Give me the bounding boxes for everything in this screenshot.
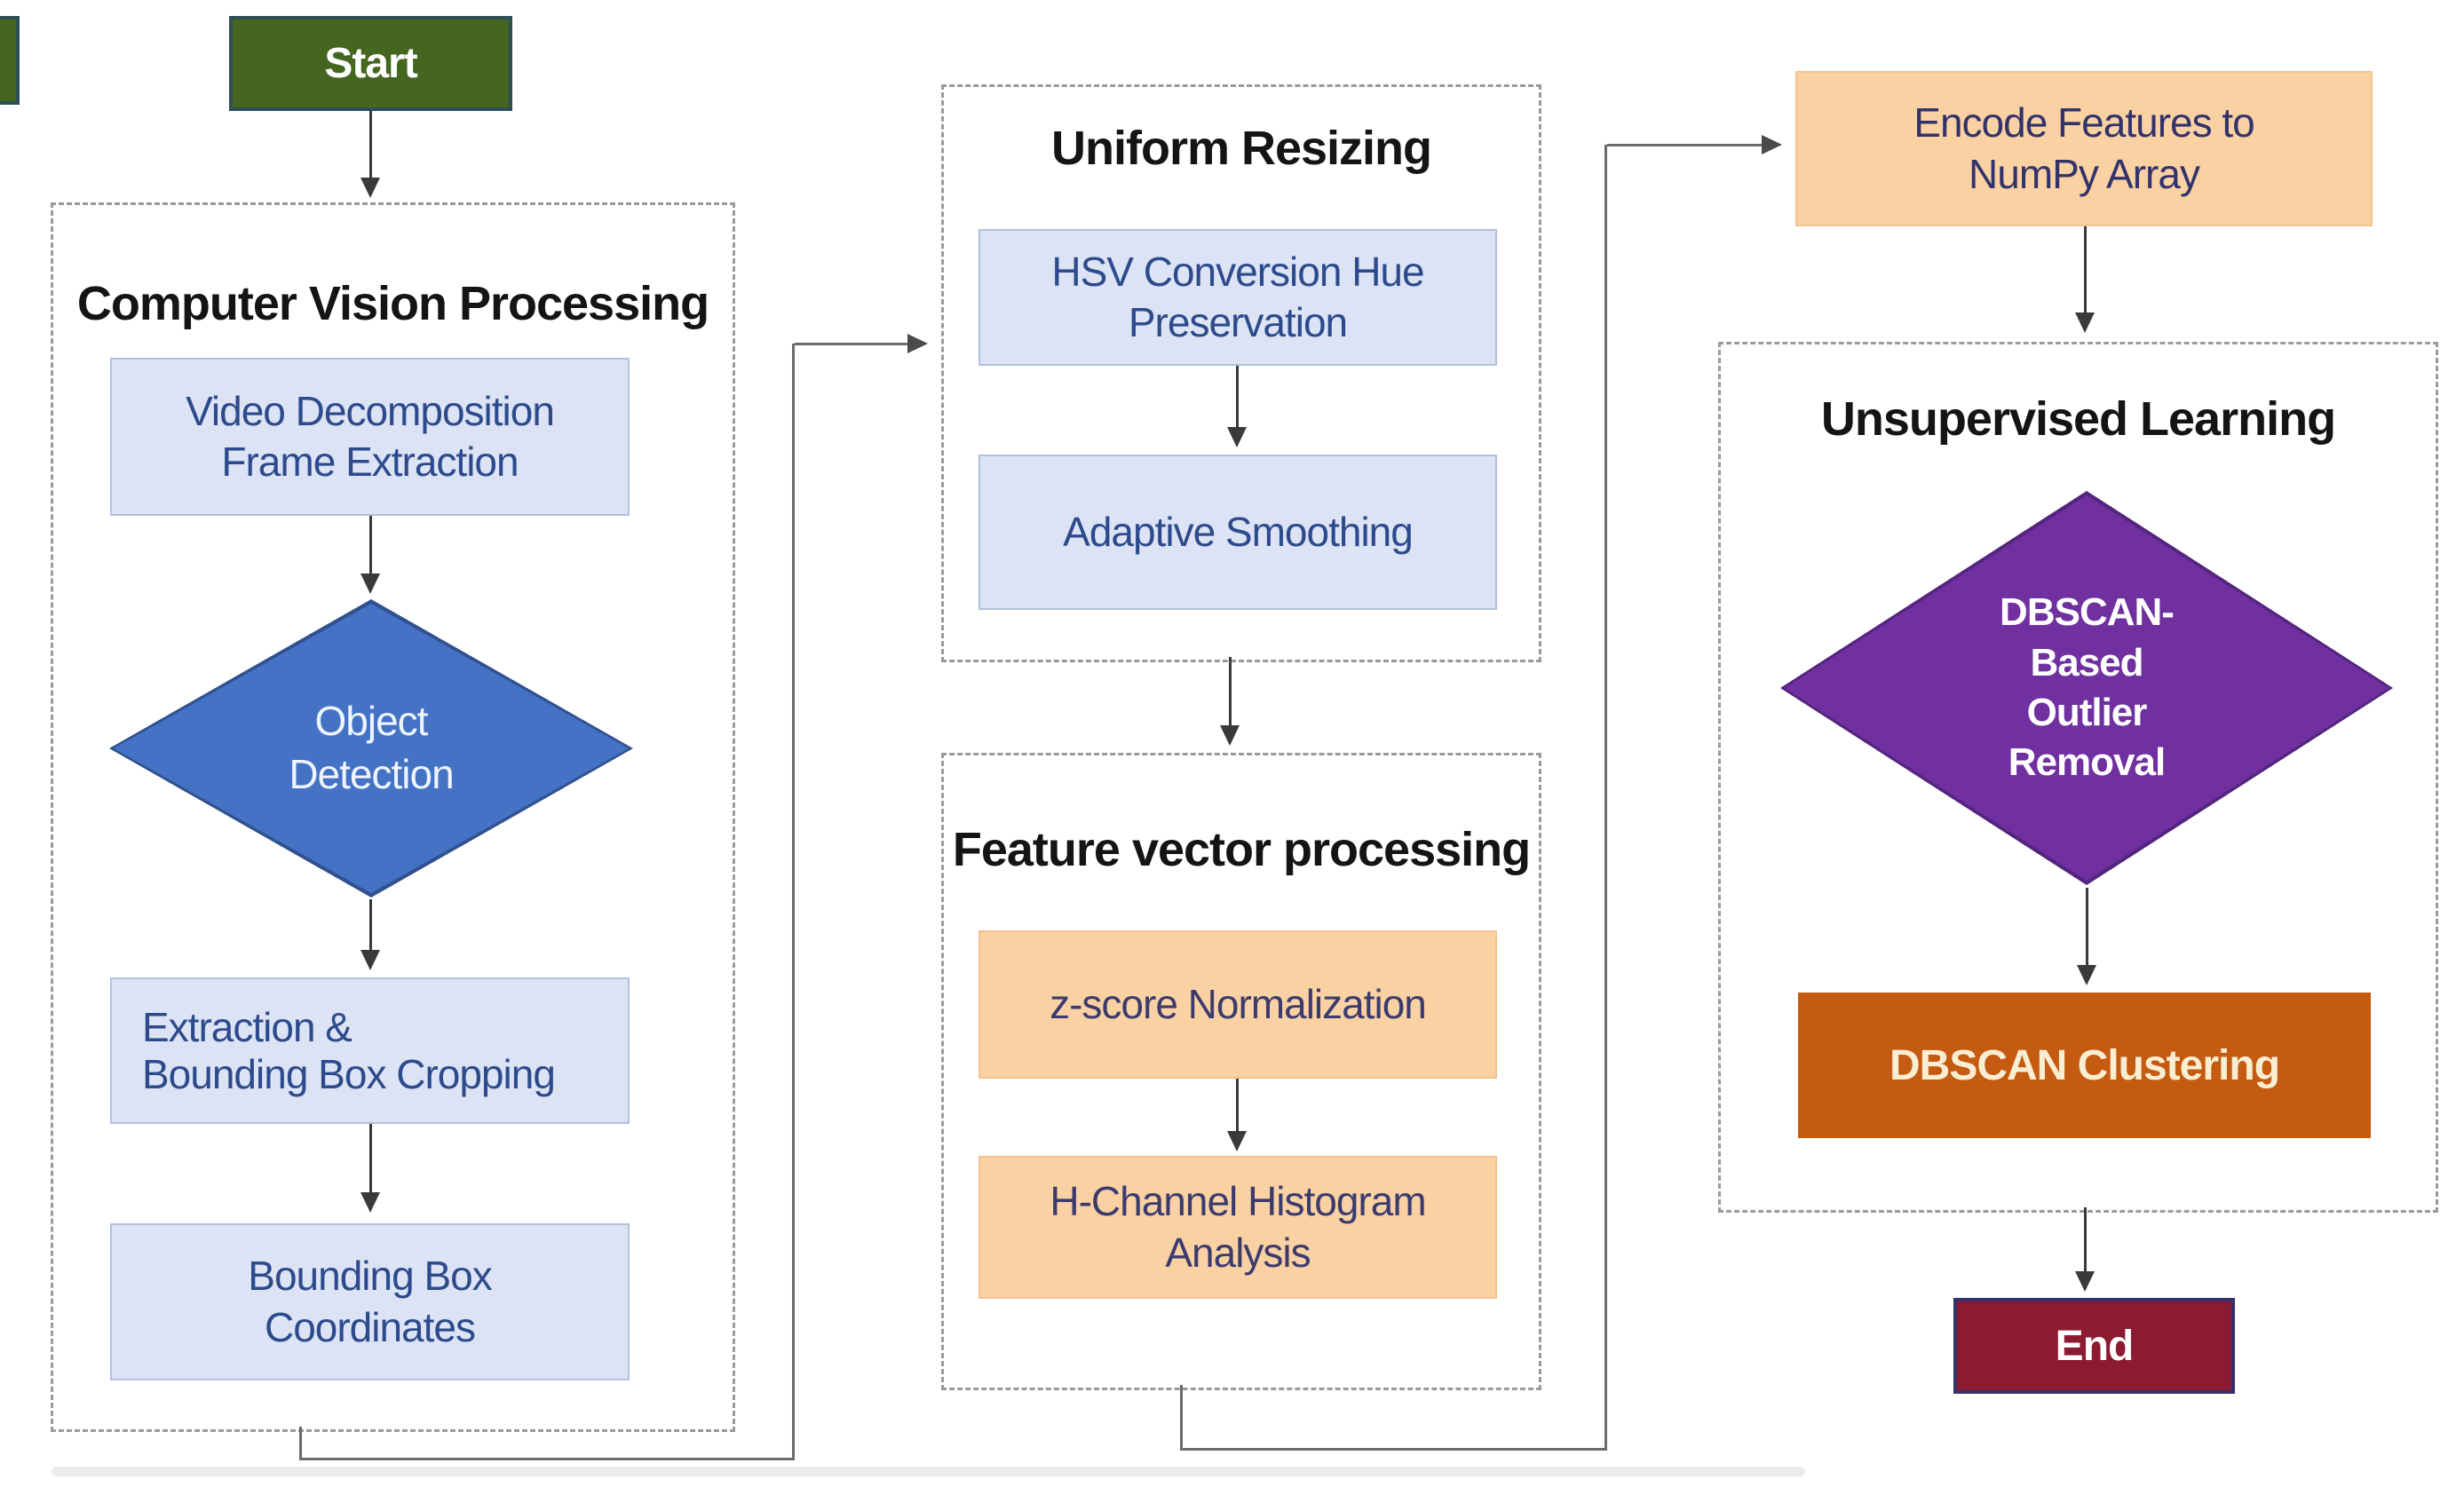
node-text-line: Bounding Box Cropping [142, 1050, 556, 1097]
node-text-line: Object [314, 698, 429, 745]
container-title: Feature vector processing [952, 823, 1531, 876]
connector-line [2084, 1207, 2087, 1273]
connector-line [369, 516, 372, 575]
arrow-right-icon [1762, 135, 1782, 154]
connector-line [1236, 366, 1239, 429]
arrow-down-icon [360, 178, 380, 198]
connector-line [2086, 888, 2088, 967]
node-hchannel-histogram: H-Channel Histogram Analysis [978, 1156, 1497, 1299]
node-video-decomposition: Video Decomposition Frame Extraction [110, 358, 630, 516]
connector-line [1236, 1079, 1239, 1133]
clipped-start-box-fragment [0, 16, 20, 105]
node-encode-features: Encode Features to NumPy Array [1795, 71, 2373, 226]
container-title: Computer Vision Processing [76, 277, 709, 330]
node-text-line: Detection [289, 751, 454, 797]
connector-line [1180, 1385, 1183, 1451]
node-text-line: Encode Features to [1913, 99, 2254, 146]
node-dbscan-outlier-removal: DBSCAN- Based Outlier Removal [1780, 491, 2393, 885]
connector-line [792, 344, 795, 1460]
container-feature-vector-processing: Feature vector processing [941, 753, 1541, 1390]
node-text-line: Analysis [1165, 1229, 1311, 1276]
container-unsupervised-learning: Unsupervised Learning [1718, 342, 2438, 1213]
arrow-down-icon [360, 573, 380, 594]
connector-line [369, 111, 372, 179]
connector-line [299, 1427, 302, 1460]
arrow-down-icon [360, 950, 380, 970]
connector-line [795, 343, 908, 345]
node-dbscan-clustering: DBSCAN Clustering [1798, 993, 2371, 1138]
node-zscore-normalization: z-score Normalization [978, 930, 1497, 1079]
node-text-line: Adaptive Smoothing [1063, 508, 1414, 555]
connector-line [369, 1124, 372, 1194]
container-title: Uniform Resizing [1050, 122, 1432, 175]
node-text-line: HSV Conversion Hue [1051, 248, 1424, 295]
node-end: End [1953, 1298, 2235, 1394]
node-text-line: Video Decomposition [186, 387, 555, 434]
connector-line [299, 1458, 795, 1460]
diamond-text: DBSCAN- Based Outlier Removal [1780, 491, 2393, 885]
node-text-line: H-Channel Histogram [1050, 1178, 1426, 1225]
node-text-line: Bounding Box [248, 1253, 492, 1300]
node-text-line: z-score Normalization [1050, 980, 1427, 1027]
arrow-down-icon [1220, 725, 1240, 746]
node-text-line: Frame Extraction [221, 439, 519, 485]
node-text-line: DBSCAN- [2000, 590, 2175, 635]
node-text-line: DBSCAN Clustering [1889, 1041, 2280, 1089]
connector-line [1607, 144, 1763, 146]
connector-line [1604, 145, 1607, 1451]
node-extraction-cropping: Extraction & Bounding Box Cropping [110, 977, 630, 1124]
arrow-down-icon [2075, 1271, 2095, 1292]
node-text-line: Based [2030, 640, 2143, 684]
node-text-line: Preservation [1128, 299, 1348, 345]
node-end-label: End [2055, 1322, 2135, 1370]
node-text-line: Coordinates [264, 1303, 476, 1350]
connector-line [1180, 1448, 1607, 1451]
connector-line [1229, 657, 1232, 727]
container-computer-vision-processing: Computer Vision Processing [51, 202, 735, 1432]
node-text-line: Outlier [2026, 691, 2148, 734]
node-object-detection: Object Detection [109, 599, 633, 898]
arrow-down-icon [1227, 1131, 1247, 1151]
node-start: Start [229, 16, 512, 111]
container-uniform-resizing: Uniform Resizing [941, 84, 1541, 662]
arrow-right-icon [907, 334, 928, 353]
arrow-down-icon [2077, 965, 2096, 985]
node-hsv-conversion: HSV Conversion Hue Preservation [978, 229, 1497, 366]
node-text-line: NumPy Array [1969, 150, 2200, 197]
node-adaptive-smoothing: Adaptive Smoothing [978, 455, 1497, 610]
arrow-down-icon [360, 1192, 380, 1213]
arrow-down-icon [1227, 427, 1247, 447]
scan-artifact-bar [51, 1467, 1805, 1476]
connector-line [369, 899, 372, 952]
arrow-down-icon [2075, 312, 2095, 333]
diamond-text: Object Detection [109, 599, 633, 898]
node-bounding-box-coordinates: Bounding Box Coordinates [110, 1223, 630, 1380]
node-text-line: Removal [2008, 740, 2166, 785]
node-text-line: Extraction & [142, 1003, 353, 1050]
node-start-label: Start [324, 40, 417, 87]
connector-line [2084, 226, 2087, 314]
container-title: Unsupervised Learning [1820, 392, 2336, 446]
